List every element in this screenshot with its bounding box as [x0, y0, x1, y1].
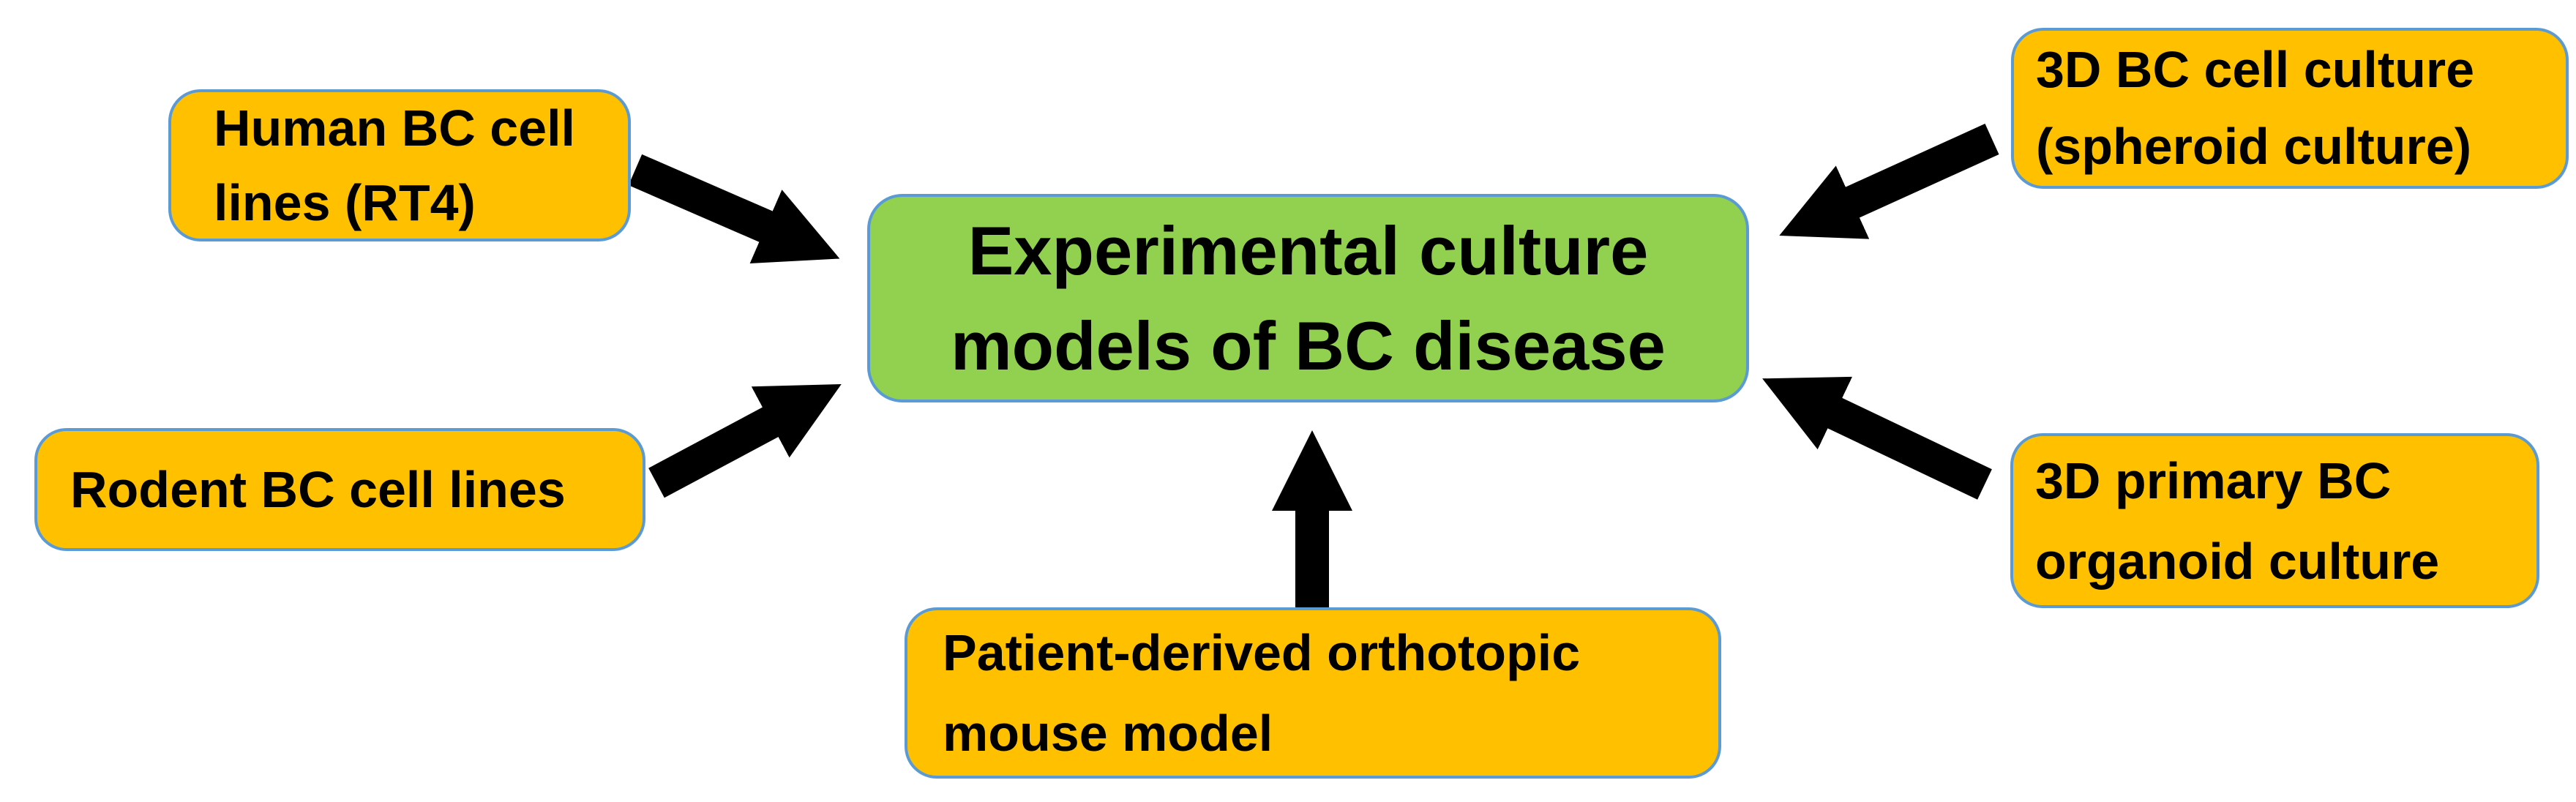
node-patient-derived-orthotopic-mouse-model: Patient-derived orthotopic mouse model [905, 607, 1721, 779]
arrow-human-to-center [628, 154, 840, 264]
node-3d-bc-cell-culture-spheroid: 3D BC cell culture (spheroid culture) [2011, 28, 2569, 189]
node-3d-primary-bc-organoid-culture: 3D primary BC organoid culture [2010, 433, 2539, 608]
arrow-rodent-to-center [648, 383, 842, 498]
node-human-bc-cell-lines: Human BC cell lines (RT4) [168, 89, 631, 241]
node-label: Rodent BC cell lines [70, 461, 566, 518]
arrow-spheroid-to-center [1779, 124, 1999, 239]
node-center-experimental-culture-models: Experimental culture models of BC diseas… [867, 194, 1749, 402]
node-label: Experimental culture models of BC diseas… [951, 211, 1666, 384]
arrow-organoid-to-center [1762, 376, 1992, 500]
node-label: 3D BC cell culture (spheroid culture) [2036, 41, 2475, 175]
node-label: 3D primary BC organoid culture [2035, 451, 2440, 590]
node-rodent-bc-cell-lines: Rodent BC cell lines [34, 428, 645, 551]
node-label: Human BC cell lines (RT4) [214, 100, 575, 231]
node-label: Patient-derived orthotopic mouse model [943, 624, 1581, 762]
